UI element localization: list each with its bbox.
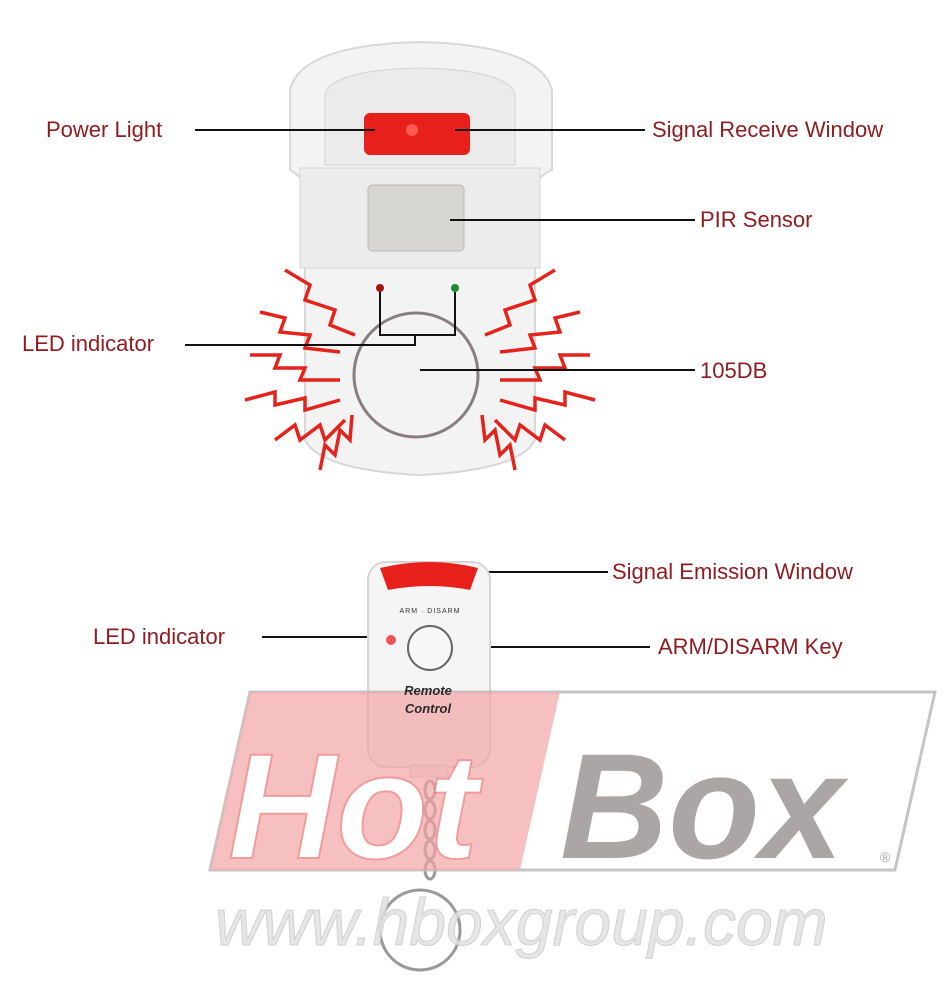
label-remote-led-indicator: LED indicator — [93, 624, 226, 649]
label-pir-sensor: PIR Sensor — [700, 207, 813, 232]
label-led-indicator: LED indicator — [22, 331, 155, 356]
alarm-unit — [289, 40, 553, 477]
leader-lines — [185, 129, 695, 648]
speaker-ring — [352, 311, 480, 439]
remote-key-caption: ARM · DISARM — [400, 608, 461, 615]
label-power-light: Power Light — [46, 117, 163, 142]
arm-disarm-key[interactable] — [407, 625, 453, 671]
hotbox-logo: Hot Box ® www.hboxgroup.com — [208, 690, 937, 960]
signal-window — [364, 113, 470, 155]
svg-text:Hot: Hot — [228, 722, 484, 890]
emission-window — [380, 562, 478, 590]
remote-brand-line1: Remote — [404, 683, 452, 698]
svg-text:®: ® — [880, 849, 891, 865]
watermark-url: www.hboxgroup.com — [215, 885, 828, 959]
sound-burst-icons — [244, 268, 596, 471]
remote-led — [386, 635, 396, 645]
remote-printed-text: ARM · DISARM Remote Control — [400, 608, 461, 716]
label-signal-emission-window: Signal Emission Window — [612, 559, 853, 584]
remote-brand-line2: Control — [405, 701, 452, 716]
power-light — [406, 124, 418, 136]
label-arm-disarm-key: ARM/DISARM Key — [658, 634, 843, 659]
pir-sensor-window — [367, 184, 465, 252]
led-green — [451, 284, 459, 292]
label-signal-receive-window: Signal Receive Window — [652, 117, 884, 142]
label-105db: 105DB — [700, 358, 768, 383]
led-red — [376, 284, 384, 292]
svg-text:Box: Box — [560, 722, 849, 890]
